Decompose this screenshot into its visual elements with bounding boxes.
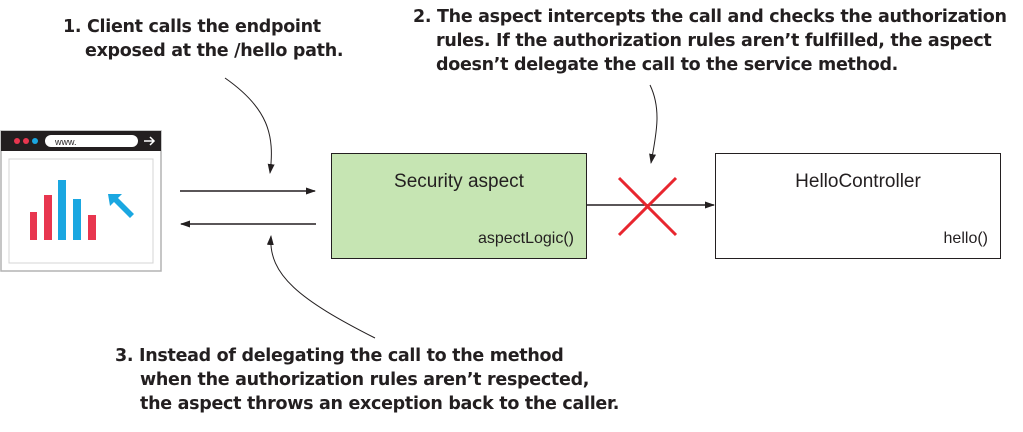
browser-dot-3 <box>32 138 38 144</box>
annotation-step1: 1. Client calls the endpoint exposed at … <box>63 15 344 63</box>
security-aspect-title: Security aspect <box>394 171 524 192</box>
annotation-step2: 2. The aspect intercepts the call and ch… <box>413 5 1007 77</box>
annotation-step3-line: when the authorization rules aren’t resp… <box>140 370 590 390</box>
annotation-step2-line: 2. The aspect intercepts the call and ch… <box>413 7 1007 27</box>
bar-chart-icon-bar <box>44 195 52 240</box>
hello-controller-title: HelloController <box>795 171 921 192</box>
cursor-arrow-icon <box>108 194 134 218</box>
annotation-step1-line: 1. Client calls the endpoint <box>63 17 321 37</box>
browser-dot-1 <box>14 138 20 144</box>
blocked-cross-icon <box>617 176 678 237</box>
callout-step2-leader <box>649 84 658 164</box>
bar-chart-icon-bar <box>30 212 37 240</box>
annotation-step3-line: the aspect throws an exception back to t… <box>140 394 620 414</box>
bar-chart-icon <box>30 180 96 240</box>
callout-step1-leader <box>224 77 275 174</box>
bar-chart-icon-bar <box>88 215 96 240</box>
annotation-step3: 3. Instead of delegating the call to the… <box>115 344 619 416</box>
hello-controller-box: HelloController hello() <box>715 153 1001 259</box>
security-aspect-box: Security aspect aspectLogic() <box>331 153 587 259</box>
browser-go-icon <box>144 136 156 146</box>
callout-step3-leader <box>266 235 376 339</box>
browser-url-bar <box>45 135 138 147</box>
hello-method: hello() <box>943 230 988 247</box>
annotation-step2-line: doesn’t delegate the call to the service… <box>436 55 899 75</box>
annotation-step1-line: exposed at the /hello path. <box>85 41 344 61</box>
browser-dot-2 <box>23 138 29 144</box>
aspect-logic-method: aspectLogic() <box>477 230 574 247</box>
bar-chart-icon-bar <box>73 199 81 240</box>
annotation-step3-line: 3. Instead of delegating the call to the… <box>115 346 564 366</box>
annotation-step2-line: rules. If the authorization rules aren’t… <box>436 31 992 51</box>
browser-url-text: www. <box>54 137 77 147</box>
bar-chart-icon-bar <box>58 180 66 240</box>
